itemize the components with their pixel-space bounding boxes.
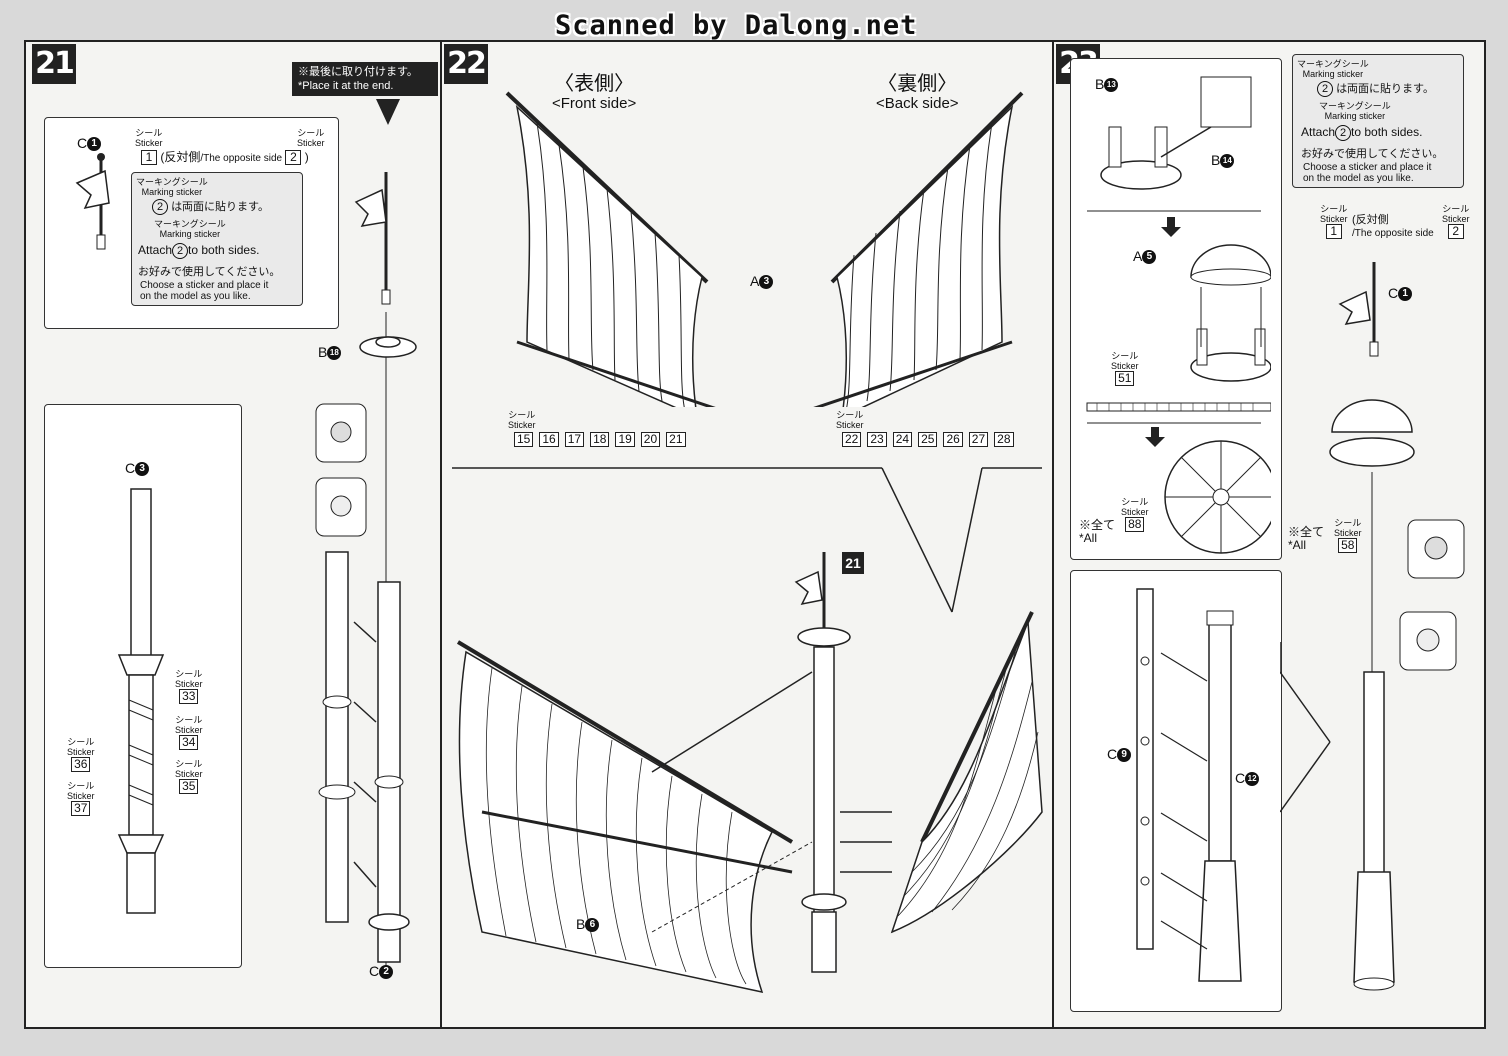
choose-jp-23: お好みで使用してください。 <box>1301 148 1444 160</box>
sticker-25: 25 <box>918 432 938 447</box>
part-c3-drawing <box>117 488 165 914</box>
note-en: *Place it at the end. <box>298 80 394 92</box>
opposite-label-23: (反対側/The opposite side <box>1352 214 1434 239</box>
both-sides-jp-23: 2 は両面に貼ります。 <box>1317 81 1434 97</box>
flag-part-c1 <box>75 153 110 250</box>
sticker-23: 23 <box>867 432 887 447</box>
step-21-assembly <box>315 172 417 972</box>
ref-step-21-badge: 21 <box>842 552 864 574</box>
sticker-18: 18 <box>590 432 610 447</box>
sticker-opposite-line: 1 (反対側/The opposite side 2 ) <box>141 150 309 166</box>
note-jp: ※最後に取り付けます。 <box>298 66 418 78</box>
sticker-28: 28 <box>994 432 1014 447</box>
choose-jp: お好みで使用してください。 <box>138 266 281 278</box>
step-22-divider <box>452 467 1042 613</box>
all-label-88: ※全て*All <box>1079 518 1116 545</box>
sticker-21: 21 <box>666 432 686 447</box>
choose-en-2: on the model as you like. <box>140 291 251 302</box>
sticker-16: 16 <box>539 432 559 447</box>
choose-en-23-1: Choose a sticker and place it <box>1303 162 1432 173</box>
step-22-assembly <box>456 552 1043 994</box>
watermark: Scanned by Dalong.net <box>555 10 918 41</box>
mast-parts-drawing <box>1136 588 1242 982</box>
sticker-19: 19 <box>615 432 635 447</box>
choose-en-23-2: on the model as you like. <box>1303 173 1414 184</box>
sticker-27: 27 <box>968 432 989 447</box>
front-sail <box>505 91 716 407</box>
step-23-panel: 23 B13 B14 <box>1052 40 1486 1029</box>
nest-parts-drawing <box>1086 76 1271 554</box>
step-22-number: 22 <box>444 44 488 84</box>
sticker-20: 20 <box>640 432 661 447</box>
back-side-title: 〈裏側〉 <Back side> <box>876 73 959 112</box>
back-sail <box>813 91 1024 407</box>
choose-en-1: Choose a sticker and place it <box>140 280 269 291</box>
step-21-note: ※最後に取り付けます。 *Place it at the end. <box>292 62 438 96</box>
both-sides-jp: 2 は両面に貼ります。 <box>152 199 269 215</box>
front-side-title: 〈表側〉 <Front side> <box>552 73 637 112</box>
sticker-17: 17 <box>564 432 585 447</box>
sticker-24: 24 <box>892 432 913 447</box>
sticker-26: 26 <box>943 432 963 447</box>
all-label-58: ※全て*All <box>1288 525 1325 552</box>
front-sticker-row: 15 16 17 18 19 20 21 <box>514 432 686 447</box>
step-23-assembly <box>1329 262 1465 991</box>
step-23-pointer <box>1280 642 1331 813</box>
sticker-15: 15 <box>514 432 534 447</box>
back-sticker-row: 22 23 24 25 26 27 28 <box>842 432 1014 447</box>
note-pointer <box>376 99 400 125</box>
sticker-22: 22 <box>842 432 862 447</box>
step-21-number: 21 <box>32 44 76 84</box>
